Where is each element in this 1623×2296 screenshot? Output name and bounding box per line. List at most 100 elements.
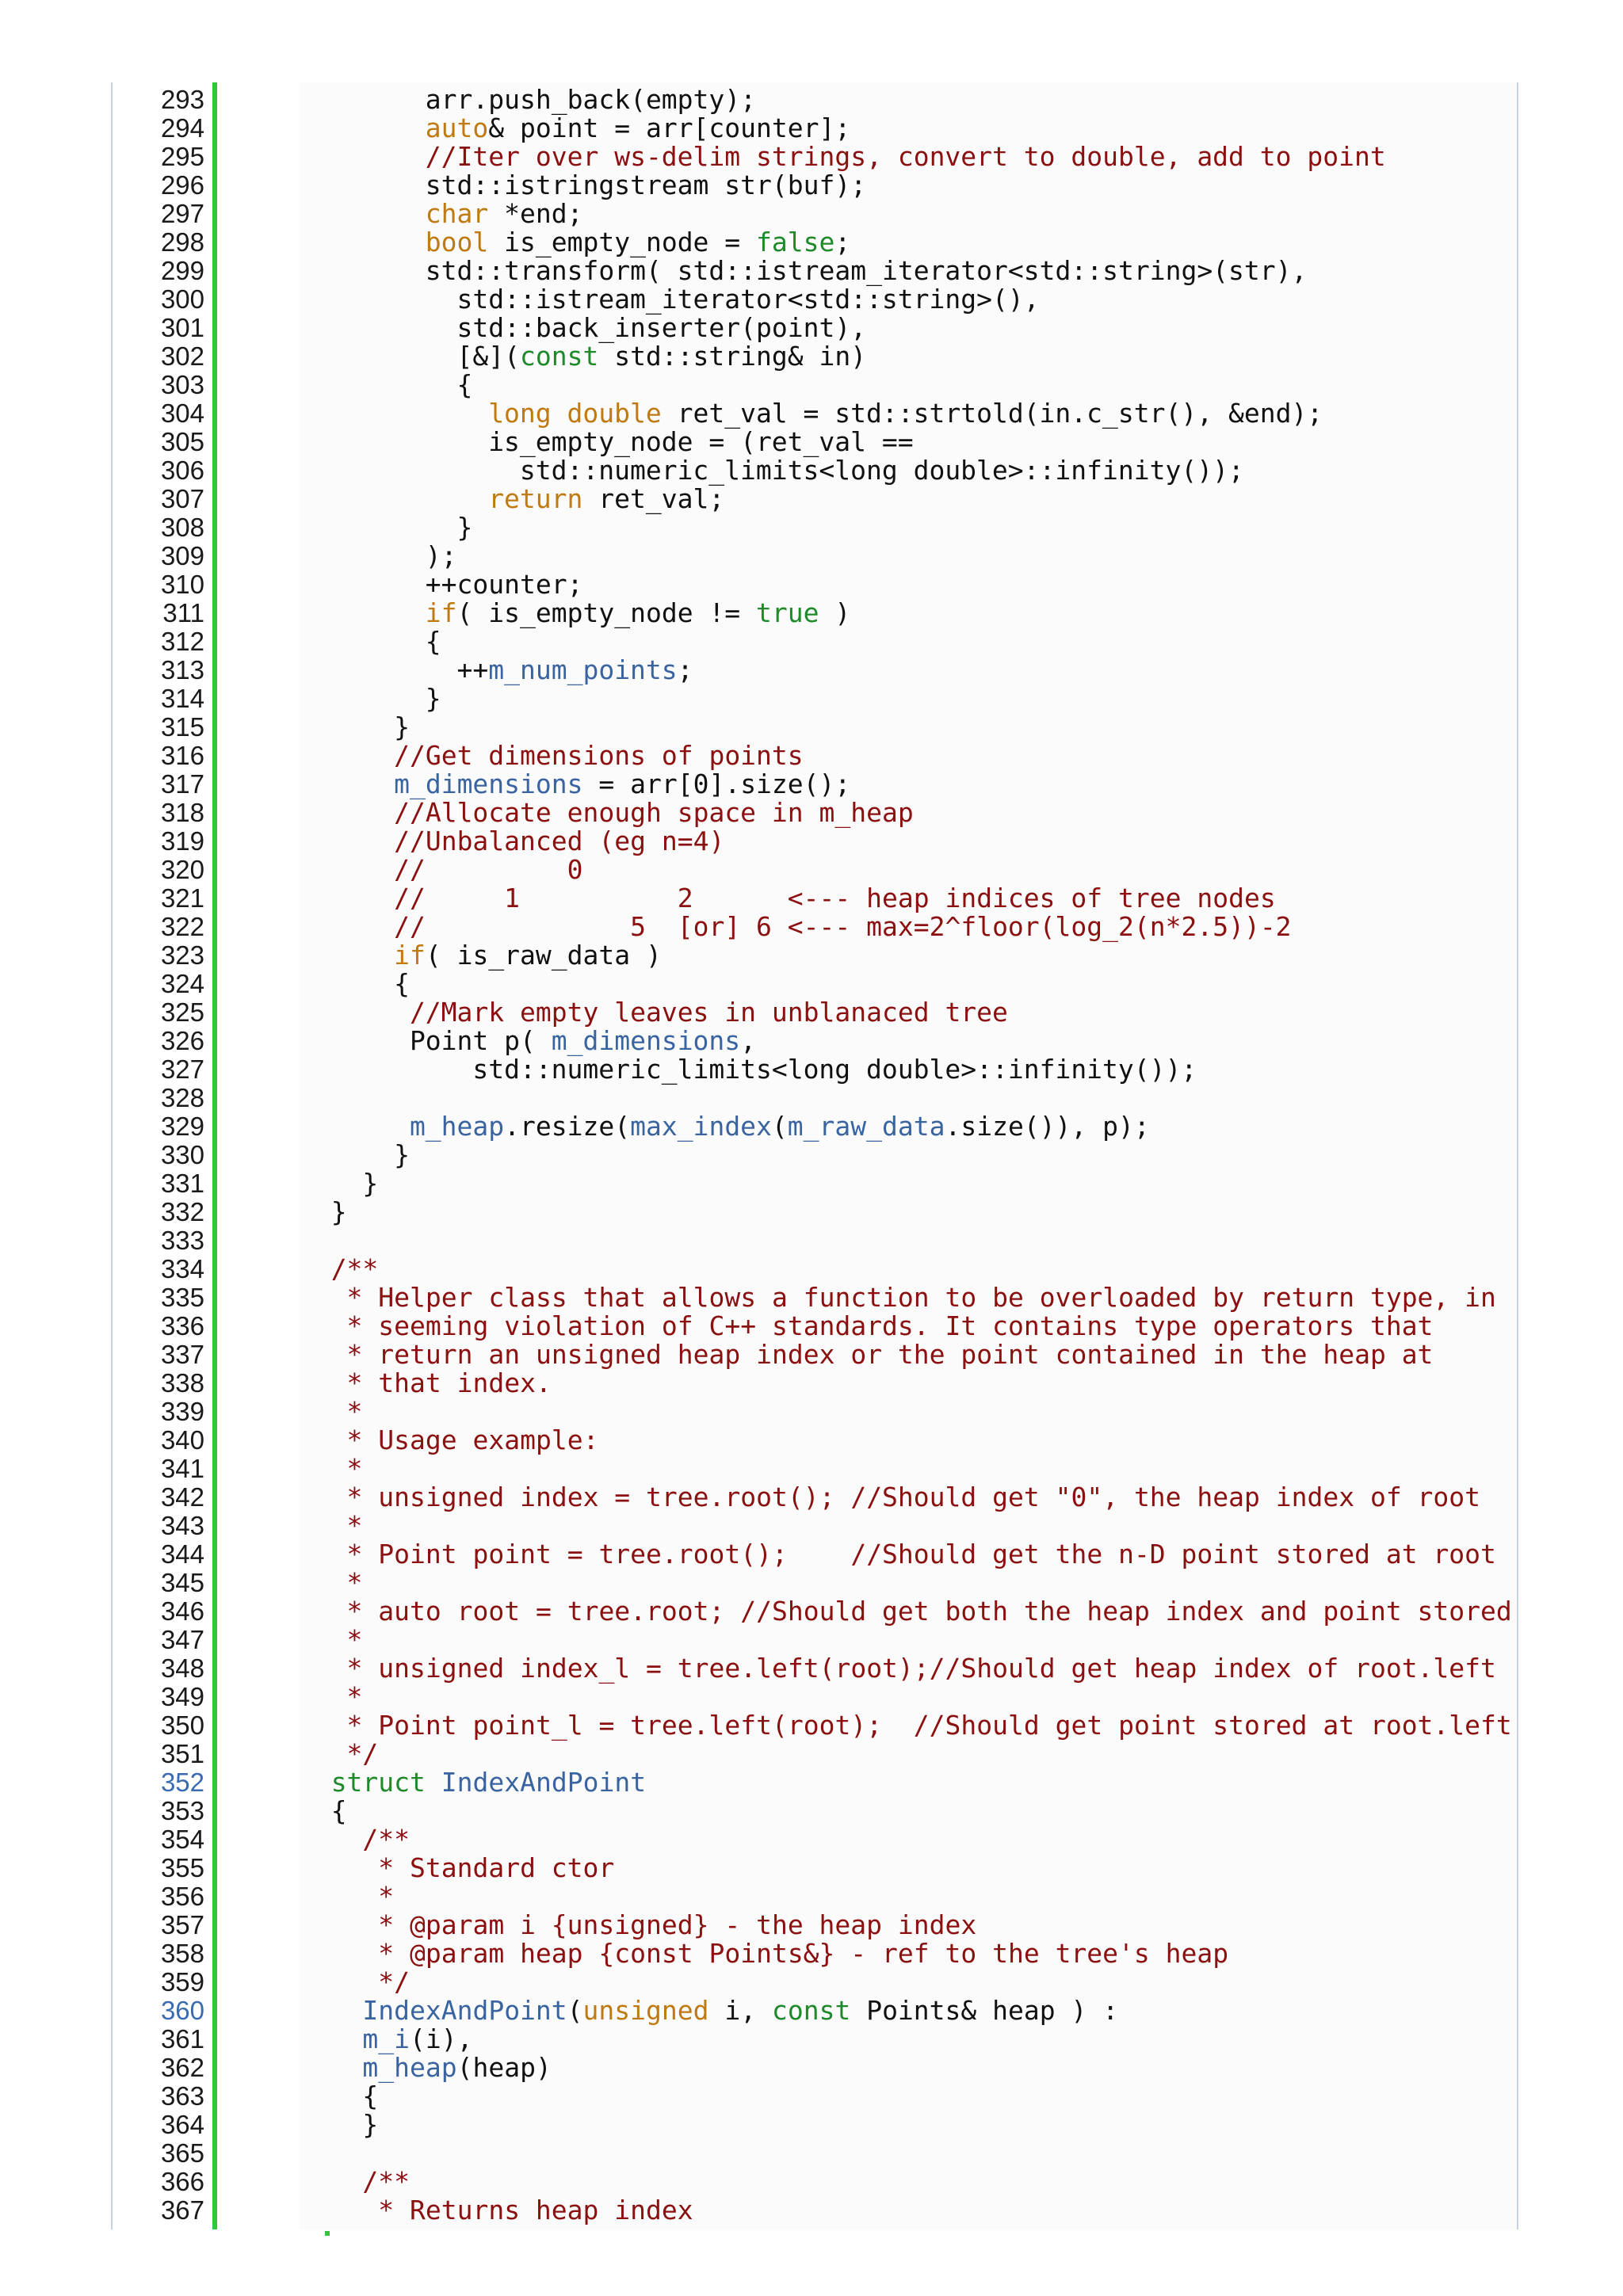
code-line: 336 * seeming violation of C++ standards… [113, 1312, 1517, 1341]
line-number: 305 [160, 427, 204, 456]
line-number: 298 [160, 227, 204, 257]
line-number: 301 [160, 313, 204, 342]
code-token: ret_val = std::strtold(in.c_str(), &end)… [661, 398, 1323, 429]
code-text: //Unbalanced (eg n=4) [300, 827, 724, 856]
code-line: 356 * [113, 1882, 1517, 1911]
code-line: 314} [113, 685, 1517, 713]
code-text: ); [300, 542, 457, 570]
code-line: 321// 1 2 <--- heap indices of tree node… [113, 884, 1517, 913]
line-number: 349 [160, 1682, 204, 1711]
code-token: * Usage example: [330, 1425, 599, 1455]
line-number: 317 [160, 769, 204, 799]
code-token: // 5 [or] 6 <--- max=2^floor(log_2(n*2.5… [394, 911, 1292, 942]
line-number: 310 [160, 570, 204, 599]
code-token: //Get dimensions of points [394, 740, 804, 771]
line-number: 307 [160, 484, 204, 513]
code-text: * return an unsigned heap index or the p… [300, 1341, 1434, 1369]
code-token: std::numeric_limits<long double>::infini… [519, 455, 1244, 486]
line-number: 346 [160, 1596, 204, 1626]
code-text: std::back_inserter(point), [300, 314, 867, 342]
code-text: * [300, 1882, 394, 1911]
code-token: * Point point = tree.root(); //Should ge… [330, 1539, 1496, 1569]
code-token: std::transform( std::istream_iterator<st… [425, 255, 1308, 286]
code-token: * [330, 1396, 363, 1427]
code-token: */ [330, 1738, 379, 1769]
code-token: ret_val; [582, 483, 725, 514]
code-token: ); [425, 540, 457, 571]
line-number: 364 [160, 2110, 204, 2139]
code-line: 293 arr.push_back(empty); [113, 86, 1517, 114]
code-line: 346 * auto root = tree.root; //Should ge… [113, 1597, 1517, 1626]
code-text: * unsigned index_l = tree.left(root);//S… [300, 1654, 1496, 1683]
code-token: } [394, 711, 410, 742]
code-text: } [300, 513, 473, 542]
line-number: 332 [160, 1197, 204, 1226]
code-token: unsigned [582, 1995, 709, 2026]
code-token: Point p( [409, 1025, 552, 1056]
code-line: 359 */ [113, 1968, 1517, 1997]
code-text: //Get dimensions of points [300, 742, 804, 770]
line-number: 299 [160, 256, 204, 285]
code-text: { [300, 2082, 378, 2111]
code-text: arr.push_back(empty); [300, 86, 756, 114]
line-number: 325 [160, 997, 204, 1027]
code-token: std::numeric_limits<long double>::infini… [472, 1054, 1197, 1085]
code-line: 364} [113, 2111, 1517, 2139]
code-line: 341 * [113, 1455, 1517, 1483]
line-number: 352 [160, 1768, 204, 1797]
line-number: 323 [160, 940, 204, 970]
line-number: 336 [160, 1311, 204, 1341]
line-number: 338 [160, 1368, 204, 1398]
code-token: long double [488, 398, 662, 429]
code-token: is_empty_node = (ret_val == [488, 426, 914, 457]
code-text: * [300, 1396, 363, 1427]
code-token: auto [425, 113, 489, 143]
code-line: 319//Unbalanced (eg n=4) [113, 827, 1517, 856]
line-number: 302 [160, 341, 204, 371]
line-number: 309 [160, 541, 204, 570]
code-line: 328 [113, 1084, 1517, 1112]
line-number: 306 [160, 456, 204, 485]
code-token: & point = arr[counter]; [488, 113, 851, 143]
code-line: 367 * Returns heap index [113, 2196, 1517, 2225]
code-line: 332} [113, 1198, 1517, 1226]
code-token: = arr[0].size(); [582, 769, 851, 799]
code-token: m_heap [362, 2052, 457, 2083]
code-text: * [300, 1626, 363, 1654]
code-token: .size()), p); [945, 1111, 1150, 1142]
code-text: // 5 [or] 6 <--- max=2^floor(log_2(n*2.5… [300, 911, 1292, 942]
line-number: 311 [162, 598, 204, 627]
line-number: 293 [160, 85, 204, 114]
code-token: true [756, 597, 819, 628]
line-number: 362 [160, 2053, 204, 2082]
code-token: std::istream_iterator<std::string>(), [456, 284, 1040, 315]
line-number: 308 [160, 513, 204, 542]
code-token: { [456, 369, 473, 400]
line-number: 303 [160, 370, 204, 399]
code-token: * Standard ctor [362, 1852, 615, 1883]
code-text: { [300, 369, 473, 400]
code-line: 308} [113, 513, 1517, 542]
code-token: */ [362, 1966, 410, 1997]
code-line: 322// 5 [or] 6 <--- max=2^floor(log_2(n*… [113, 913, 1517, 941]
code-token: { [394, 968, 410, 999]
code-text: [&](const std::string& in) [300, 342, 867, 371]
code-line: 325//Mark empty leaves in unblanaced tre… [113, 998, 1517, 1027]
code-token: } [362, 1168, 379, 1199]
code-token: } [425, 683, 441, 714]
code-text: ++m_num_points; [300, 656, 693, 685]
code-text: auto& point = arr[counter]; [300, 114, 850, 143]
code-text: * [300, 1455, 363, 1483]
code-text: // 0 [300, 856, 582, 884]
code-text: */ [300, 1968, 410, 1997]
code-token: std::istringstream str(buf); [425, 170, 867, 200]
code-token: //Allocate enough space in m_heap [394, 797, 914, 828]
line-number: 356 [160, 1882, 204, 1911]
line-number: 351 [160, 1739, 204, 1768]
line-number: 361 [160, 2024, 204, 2054]
line-number: 366 [160, 2167, 204, 2196]
code-text: * [300, 1512, 363, 1540]
code-line: 331} [113, 1169, 1517, 1198]
